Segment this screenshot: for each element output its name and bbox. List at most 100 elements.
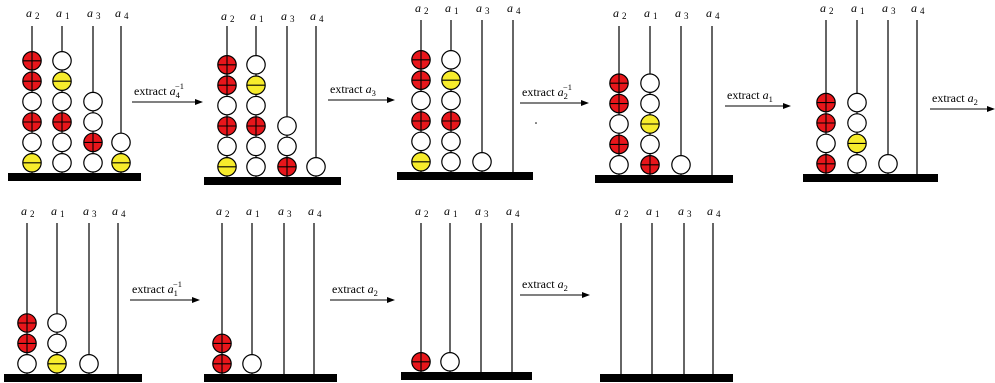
arrow-head-icon bbox=[783, 103, 791, 109]
bead-red bbox=[217, 55, 237, 75]
bead-yellow bbox=[246, 75, 266, 95]
rod-label-sub: 3 bbox=[891, 6, 896, 16]
step-label-var: a bbox=[168, 282, 174, 296]
bead-red bbox=[816, 92, 836, 113]
rod-label-base: a bbox=[310, 9, 316, 23]
bead-white bbox=[83, 153, 103, 173]
rod-label-base: a bbox=[476, 1, 482, 15]
rod-label-base: a bbox=[615, 204, 621, 218]
bead-yellow bbox=[111, 153, 131, 173]
step-label: extract a1−1 bbox=[132, 279, 182, 298]
bead-white bbox=[878, 154, 898, 174]
step-arrow-2: extract a3 bbox=[328, 82, 395, 103]
bead-red bbox=[217, 75, 237, 95]
bead-white bbox=[83, 112, 103, 132]
rod-label-base: a bbox=[221, 9, 227, 23]
bead-white bbox=[441, 49, 461, 70]
step-label-sub: 2 bbox=[564, 283, 568, 293]
bead-white bbox=[440, 351, 460, 372]
rod-label-base: a bbox=[216, 204, 222, 218]
bead-white bbox=[441, 152, 461, 172]
rod-label-base: a bbox=[644, 6, 650, 20]
step-label-verb: extract bbox=[932, 91, 968, 105]
bead-white bbox=[816, 133, 836, 154]
bead-white bbox=[22, 132, 42, 153]
arrow-head-icon bbox=[387, 297, 395, 303]
abacus-base bbox=[8, 173, 141, 181]
rod-label-sub: 2 bbox=[622, 11, 627, 21]
bead-white bbox=[246, 136, 266, 157]
rod-label-base: a bbox=[281, 9, 287, 23]
rod-label-sub: 2 bbox=[424, 209, 429, 219]
rod-label-sub: 1 bbox=[653, 11, 658, 21]
step-label-verb: extract bbox=[134, 84, 170, 98]
rod-label-base: a bbox=[26, 6, 32, 20]
rod-label-base: a bbox=[707, 204, 713, 218]
bead-red bbox=[411, 70, 431, 90]
bead-red bbox=[609, 93, 629, 114]
bead-white bbox=[52, 50, 72, 71]
bead-white bbox=[52, 132, 72, 153]
bead-red bbox=[52, 112, 72, 132]
abacus-base bbox=[600, 374, 733, 382]
arrow-head-icon bbox=[387, 97, 395, 103]
bead-white bbox=[22, 91, 42, 112]
bead-yellow bbox=[411, 152, 431, 172]
step-label: extract a2 bbox=[932, 91, 978, 107]
rod-label-base: a bbox=[115, 6, 121, 20]
rod-label-sub: 3 bbox=[684, 11, 689, 21]
arrow-head-icon bbox=[581, 100, 589, 106]
step-arrow-5: extract a2 bbox=[930, 91, 995, 112]
abacus-base bbox=[204, 374, 337, 382]
rod-label-base: a bbox=[278, 204, 284, 218]
bead-white bbox=[246, 55, 266, 75]
rod-label-base: a bbox=[250, 9, 256, 23]
step-label: extract a3 bbox=[330, 82, 376, 98]
bead-white bbox=[277, 136, 297, 157]
bead-white bbox=[609, 155, 629, 175]
abacus-base bbox=[204, 177, 341, 185]
bead-white bbox=[441, 131, 461, 152]
step-label-sub: 4 bbox=[176, 90, 181, 100]
bead-white bbox=[246, 95, 266, 116]
bead-red bbox=[22, 50, 42, 71]
bead-red bbox=[212, 353, 232, 374]
bead-yellow bbox=[217, 157, 237, 177]
bead-red bbox=[609, 73, 629, 93]
bead-yellow bbox=[47, 353, 67, 374]
abacus-base bbox=[595, 175, 733, 183]
bead-white bbox=[640, 93, 660, 114]
bead-red bbox=[816, 113, 836, 133]
rod-label-base: a bbox=[851, 1, 857, 15]
bead-yellow bbox=[847, 133, 867, 154]
step-label-sub: 3 bbox=[372, 88, 376, 98]
step-arrow-1: extract a4−1 bbox=[132, 81, 203, 105]
step-label-verb: extract bbox=[522, 277, 558, 291]
rod-label-base: a bbox=[83, 204, 89, 218]
rod-label-sub: 1 bbox=[60, 209, 65, 219]
bead-red bbox=[22, 112, 42, 132]
rod-label-base: a bbox=[678, 204, 684, 218]
rod-label-sub: 3 bbox=[484, 209, 489, 219]
bead-white bbox=[847, 154, 867, 174]
bead-red bbox=[246, 116, 266, 136]
rod-label-sub: 1 bbox=[255, 209, 260, 219]
rod-label-sub: 3 bbox=[290, 14, 295, 24]
step-arrow-6: extract a1−1 bbox=[130, 279, 200, 303]
step-label-var: a bbox=[366, 82, 372, 96]
step-label-sup: −1 bbox=[175, 81, 184, 91]
